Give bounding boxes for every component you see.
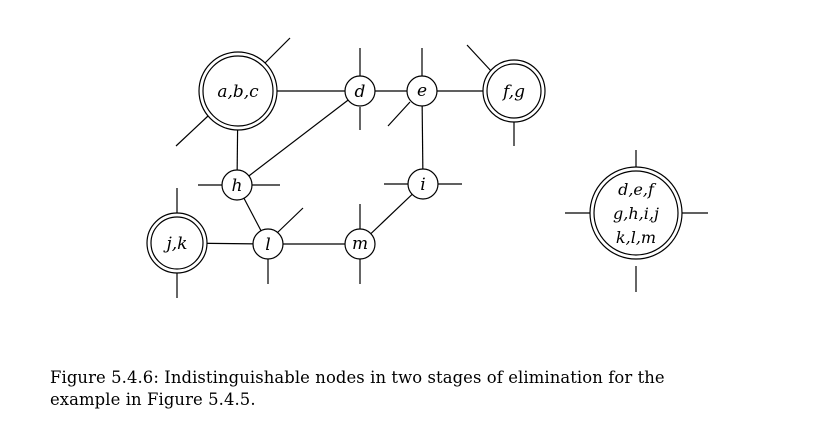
node-i: i (407, 168, 439, 200)
graph-spokes (175, 37, 708, 298)
node-fg: f,g (482, 59, 546, 123)
elimination-graph-figure: a,b,c d e f,g h i j,k l (146, 37, 708, 298)
node-m: m (344, 228, 376, 260)
spoke (466, 44, 493, 73)
node-abc: a,b,c (198, 51, 278, 131)
node-label: h (232, 176, 243, 196)
node-e: e (406, 75, 438, 107)
node-jk: j,k (146, 212, 208, 274)
caption-line: example in Figure 5.4.5. (50, 390, 256, 409)
caption-line: Figure 5.4.6: Indistinguishable nodes in… (50, 368, 665, 387)
node-label: i (420, 175, 425, 195)
node-label: j,k (163, 234, 188, 254)
node-d: d (344, 75, 376, 107)
node-label: e (417, 81, 427, 101)
node-label-line: g,h,i,j (613, 204, 659, 223)
spoke (263, 37, 291, 65)
node-label-line: k,l,m (616, 228, 656, 247)
spoke (175, 115, 209, 147)
node-merged: d,e,f g,h,i,j k,l,m (589, 166, 683, 260)
node-label: l (265, 235, 270, 255)
node-label-line: d,e,f (618, 180, 657, 199)
node-label: a,b,c (217, 82, 259, 102)
node-label: f,g (501, 82, 525, 102)
node-h: h (221, 169, 253, 201)
node-label: d (355, 82, 366, 102)
graph-nodes: a,b,c d e f,g h i j,k l (146, 51, 683, 274)
spoke (276, 207, 304, 234)
figure-caption: Figure 5.4.6: Indistinguishable nodes in… (50, 367, 810, 411)
node-label: m (352, 234, 368, 254)
node-l: l (252, 228, 284, 260)
spoke (387, 101, 411, 127)
edge-d-h (236, 90, 361, 186)
